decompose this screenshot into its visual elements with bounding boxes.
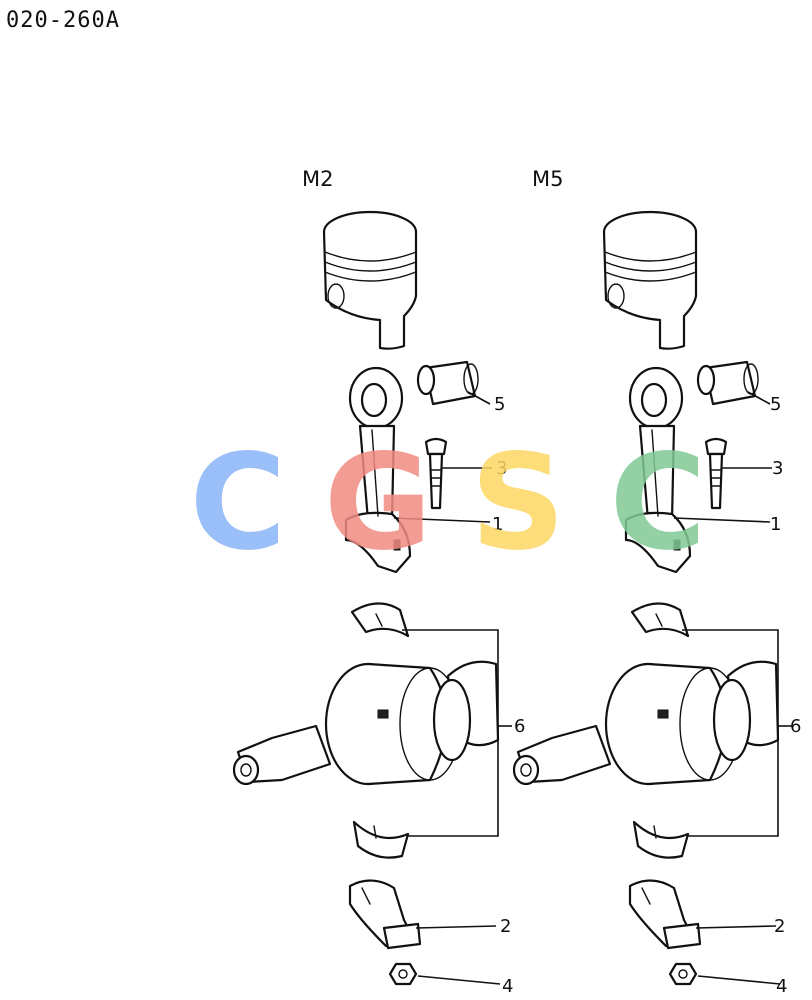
watermark-letter: C xyxy=(190,426,287,580)
callout-m5-4: 4 xyxy=(776,976,787,997)
callout-m5-6: 6 xyxy=(790,716,801,737)
assembly-m5 xyxy=(512,210,794,986)
callout-m5-2: 2 xyxy=(774,916,785,937)
watermark-letter: C xyxy=(610,426,707,580)
callout-m2-4: 4 xyxy=(502,976,513,997)
callout-m2-2: 2 xyxy=(500,916,511,937)
callout-m5-5: 5 xyxy=(770,394,781,415)
callout-m5-1: 1 xyxy=(770,514,781,535)
diagram-code: 020-260A xyxy=(6,8,120,33)
column-title-m2: M2 xyxy=(302,167,333,191)
column-title-m5: M5 xyxy=(532,167,563,191)
watermark-letter: S xyxy=(470,426,565,580)
callout-m2-1: 1 xyxy=(492,514,503,535)
callout-m5-3: 3 xyxy=(772,458,783,479)
callout-m2-5: 5 xyxy=(494,394,505,415)
watermark-letter: G xyxy=(324,426,432,580)
assembly-m2 xyxy=(232,210,514,986)
callout-m2-6: 6 xyxy=(514,716,525,737)
callout-m2-3: 3 xyxy=(496,458,507,479)
